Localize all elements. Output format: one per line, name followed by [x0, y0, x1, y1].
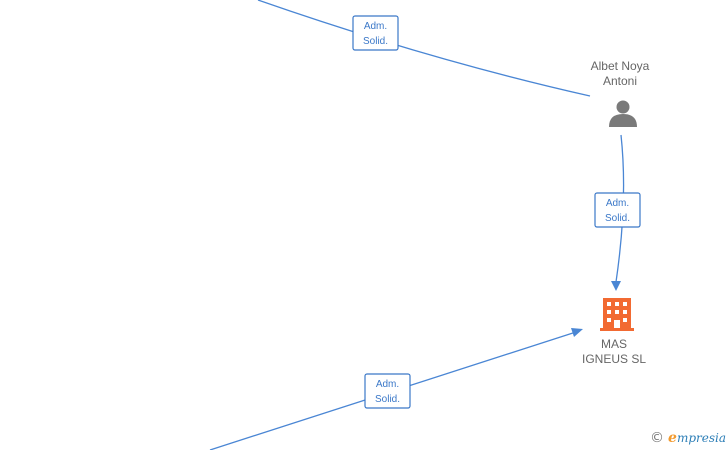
edge-label-line2: Solid. — [375, 394, 400, 405]
building-icon — [600, 298, 634, 331]
company-name-line2: IGNEUS SL — [582, 352, 646, 366]
person-node[interactable]: Albet Noya Antoni — [591, 59, 650, 127]
edge-label[interactable]: Adm. Solid. — [364, 373, 411, 409]
empresia-watermark: © empresia — [650, 430, 726, 446]
edge-label-line1: Adm. — [606, 198, 629, 209]
edge-label-box — [364, 373, 411, 409]
edge-label-line2: Solid. — [605, 213, 630, 224]
company-node[interactable]: MAS IGNEUS SL — [582, 298, 646, 366]
edge-label-line1: Adm. — [364, 21, 387, 32]
edge-label-line1: Adm. — [376, 379, 399, 390]
person-name-line2: Antoni — [603, 74, 637, 88]
edge-line — [257, 0, 591, 97]
edge-label-box — [594, 192, 641, 228]
edge-label-box — [352, 15, 399, 51]
company-name-line1: MAS — [601, 337, 627, 351]
person-icon — [609, 100, 637, 127]
edge-label[interactable]: Adm. Solid. — [352, 15, 399, 51]
arrow-head — [571, 328, 583, 337]
copyright-icon: © — [650, 430, 665, 446]
edge-label[interactable]: Adm. Solid. — [594, 192, 641, 228]
person-name-line1: Albet Noya — [591, 59, 650, 73]
empresia-logo: empresia — [668, 430, 726, 446]
edge-label-line2: Solid. — [363, 36, 388, 47]
arrow-head — [611, 281, 621, 291]
